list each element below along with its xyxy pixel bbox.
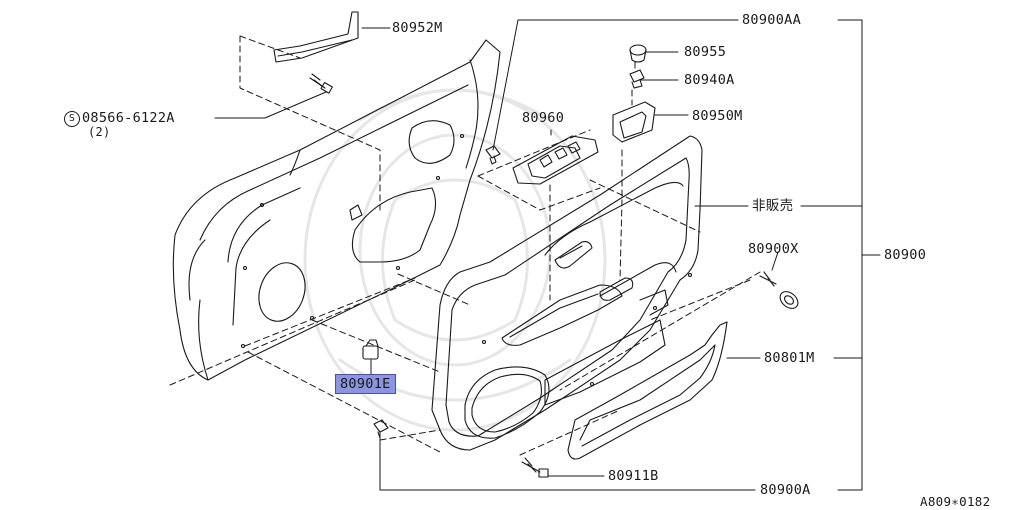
cap-80940A — [629, 69, 645, 89]
pocket-80950M — [612, 101, 656, 143]
highlight-box[interactable]: 80901E — [335, 374, 396, 394]
door-inner-panel — [172, 39, 501, 381]
label-80801M: 80801M — [764, 350, 815, 366]
s-circle-symbol: S — [64, 111, 80, 127]
screw-80911B — [521, 457, 549, 478]
label-80940A: 80940A — [684, 72, 735, 88]
clip-80901E — [362, 339, 379, 360]
door-trim-panel — [431, 135, 703, 451]
label-80900AA: 80900AA — [742, 12, 801, 28]
label-80900X: 80900X — [748, 241, 799, 257]
diagram-reference-code: A809∗0182 — [920, 494, 991, 509]
label-80901E-highlighted[interactable]: 80901E — [335, 374, 396, 394]
trim-80801M — [567, 321, 728, 460]
bracket-80952M — [273, 11, 359, 63]
label-08566-code: 08566-6122A — [82, 110, 175, 126]
label-80955: 80955 — [684, 44, 727, 60]
clip-80900X — [759, 271, 799, 309]
label-80950M: 80950M — [692, 108, 743, 124]
cap-80955 — [629, 44, 647, 63]
clip-80900AA — [485, 145, 501, 165]
screw-08566 — [309, 73, 333, 94]
watermark-emblem — [303, 88, 607, 432]
label-80900A: 80900A — [760, 482, 811, 498]
label-08566-qty: (2) — [88, 125, 111, 139]
label-80900: 80900 — [884, 247, 927, 263]
clip-80900A — [373, 419, 389, 439]
label-not-for-sale: 非販売 — [752, 198, 794, 214]
label-80960: 80960 — [522, 110, 565, 126]
switch-80960 — [512, 135, 599, 185]
label-80911B: 80911B — [608, 468, 659, 484]
label-80952M: 80952M — [392, 20, 443, 36]
